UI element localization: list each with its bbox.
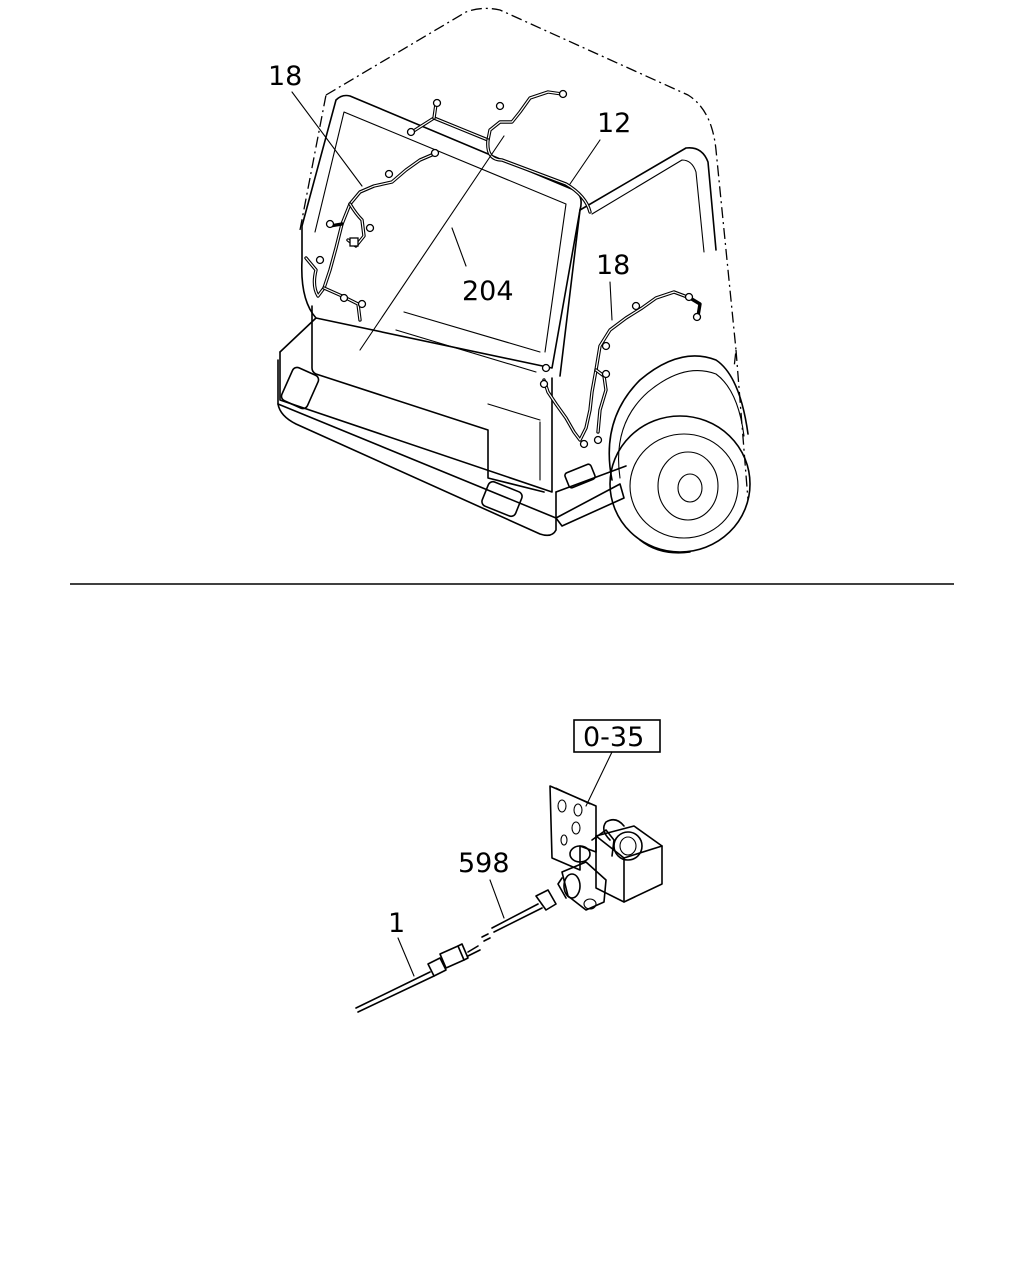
harness-1-connector-b bbox=[427, 957, 447, 977]
ref-box bbox=[573, 719, 661, 753]
cab-rear-edge bbox=[735, 349, 749, 501]
switch-bracket-illustration bbox=[355, 719, 663, 1013]
cab-front-panel bbox=[279, 351, 553, 493]
left-headlamp bbox=[280, 366, 320, 410]
switch-body bbox=[595, 825, 663, 903]
callout-1: 1 bbox=[388, 908, 405, 939]
callout-18-right: 18 bbox=[596, 250, 630, 281]
cab-roof-outline bbox=[325, 7, 737, 369]
callout-204: 204 bbox=[462, 276, 514, 307]
front-bumper bbox=[277, 359, 557, 537]
wheel-arch bbox=[608, 355, 749, 481]
callout-18-left: 18 bbox=[268, 61, 302, 92]
windshield-frame bbox=[300, 94, 582, 369]
side-marker-lamp bbox=[564, 463, 596, 489]
upper-leader-lines bbox=[291, 91, 613, 351]
cab-left-edge bbox=[299, 94, 327, 231]
lower-leader-lines bbox=[397, 879, 505, 977]
truck-cab-illustration bbox=[277, 7, 751, 554]
cab-step bbox=[555, 483, 625, 527]
front-wheel bbox=[609, 415, 751, 553]
door-frame bbox=[579, 146, 717, 251]
callout-598: 598 bbox=[458, 848, 510, 879]
callout-12: 12 bbox=[597, 108, 631, 139]
right-headlamp bbox=[481, 480, 523, 518]
windshield-inner bbox=[314, 111, 567, 353]
harness-598-plug bbox=[535, 889, 557, 911]
callout-0-35: 0-35 bbox=[583, 722, 644, 753]
